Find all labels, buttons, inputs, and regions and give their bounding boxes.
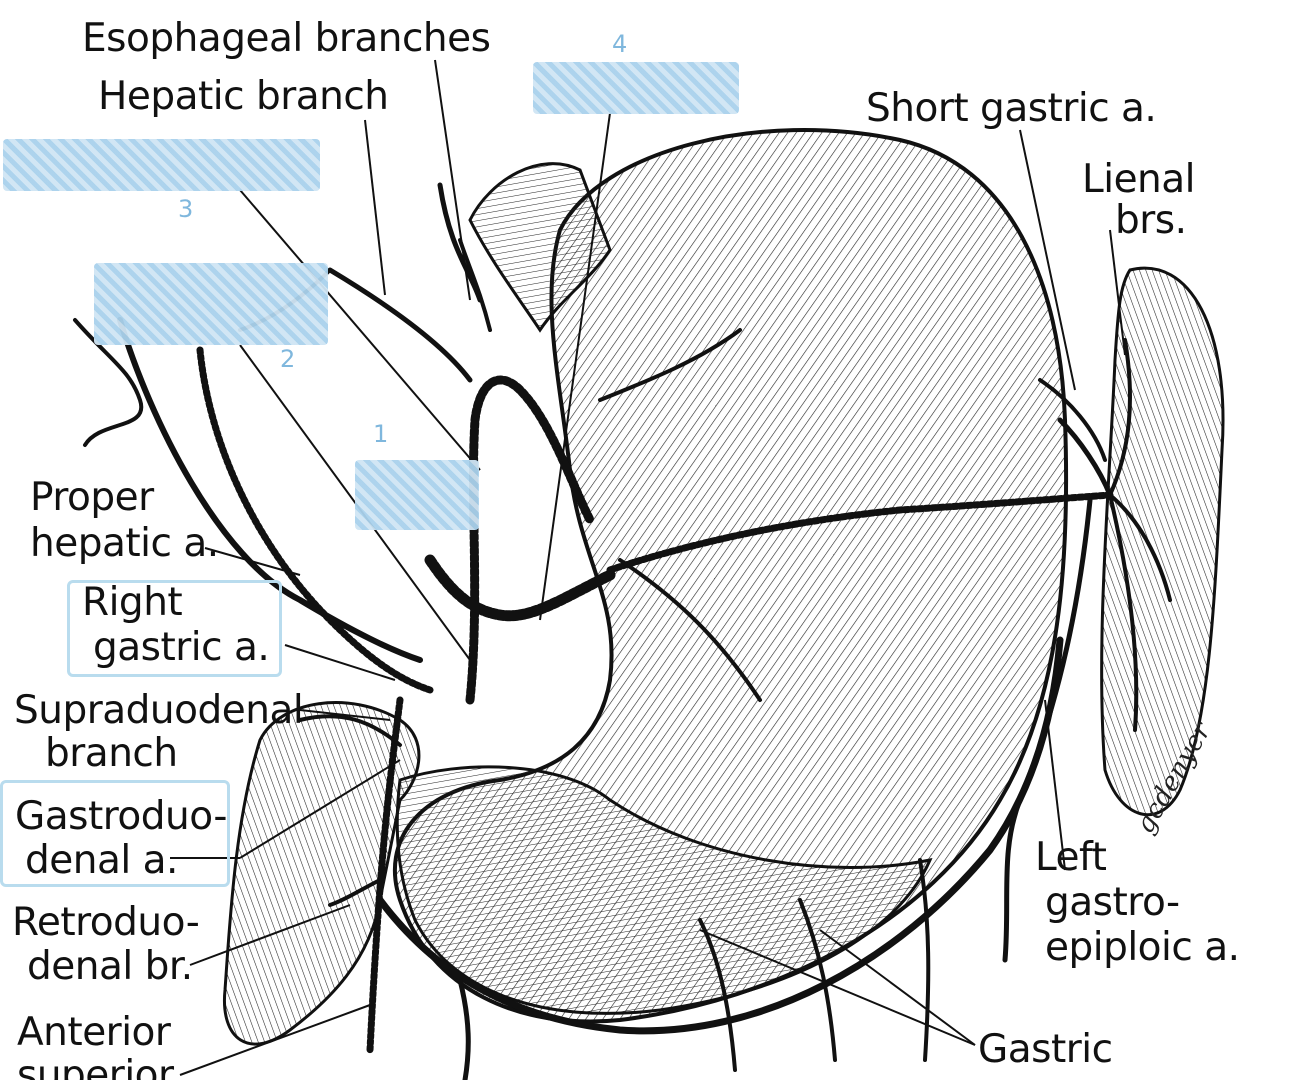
label-hepatic-branch: Hepatic branch (98, 74, 389, 119)
label-right-gastric-line2: gastric a. (93, 625, 270, 670)
hidden-label-4 (533, 62, 739, 114)
gastroduodenal-artery (366, 696, 404, 1054)
label-left-gastroepiploic-line3: epiploic a. (1045, 925, 1240, 970)
label-short-gastric: Short gastric a. (866, 86, 1157, 131)
stomach-antrum (395, 765, 933, 1015)
highlight-gastroduodenal (0, 780, 230, 887)
label-gastroduodenal-line2: denal a. (25, 838, 178, 883)
hidden-label-1 (355, 460, 479, 530)
splenic-artery (606, 491, 1114, 574)
lienal-branch-3 (1108, 493, 1139, 732)
gastric-branch-3 (798, 898, 837, 1062)
lienal-branch-2 (1108, 493, 1172, 602)
mask-number-4: 4 (612, 30, 628, 58)
spleen-shape (1100, 266, 1225, 817)
esophagus (468, 162, 612, 333)
mask-number-3: 3 (178, 195, 194, 223)
label-retroduodenal-line1: Retroduo- (12, 900, 200, 945)
mask-number-2: 2 (280, 345, 296, 373)
mask-number-1: 1 (373, 420, 389, 448)
gastric-branch-2 (598, 328, 742, 402)
hidden-label-3 (3, 139, 320, 191)
label-lienal-line2: brs. (1115, 198, 1187, 243)
label-anterior-superior-line2: superior (17, 1053, 174, 1080)
short-gastric-branch-2 (1038, 378, 1107, 462)
gastric-branch-6 (457, 977, 471, 1080)
label-supraduodenal-line1: Supraduodenal (14, 688, 304, 733)
upper-left-vessel-1 (73, 318, 144, 447)
supraduodenal-branch-artery (298, 714, 402, 747)
proper-hepatic-artery (196, 346, 434, 694)
label-proper-hepatic-line2: hepatic a. (30, 521, 219, 566)
esophageal-branch-2 (458, 238, 492, 332)
label-retroduodenal-line2: denal br. (27, 944, 193, 989)
celiac-trunk (424, 554, 616, 622)
hepatic-branch-line (117, 317, 423, 663)
gastric-branch-5 (918, 858, 931, 1062)
hepatic-branch-artery (327, 267, 473, 383)
label-gastric-line1: Gastric (978, 1027, 1113, 1072)
short-gastric-branch-1 (1057, 417, 1113, 498)
gastric-branch-1 (618, 558, 762, 702)
label-gastroduodenal-line1: Gastroduo- (15, 794, 227, 839)
label-esophageal-branches: Esophageal branches (82, 16, 491, 61)
hidden-label-2 (94, 263, 328, 345)
retroduodenal-branch-artery (328, 878, 382, 907)
label-lienal-line1: Lienal (1082, 157, 1196, 202)
label-proper-hepatic-line1: Proper (30, 475, 154, 520)
lienal-branch-1 (1108, 338, 1132, 497)
label-left-gastroepiploic-line2: gastro- (1045, 880, 1180, 925)
left-gastroepiploic-artery (1002, 497, 1093, 963)
label-right-gastric-line1: Right (82, 580, 183, 625)
label-anterior-superior-line1: Anterior (17, 1010, 171, 1055)
left-gastric-artery (465, 375, 595, 705)
duodenum (222, 701, 421, 1046)
gastric-branch-4 (698, 918, 737, 1072)
label-left-gastroepiploic-line1: Left (1035, 835, 1107, 880)
highlight-right-gastric (67, 580, 282, 677)
label-supraduodenal-line2: branch (45, 731, 178, 776)
